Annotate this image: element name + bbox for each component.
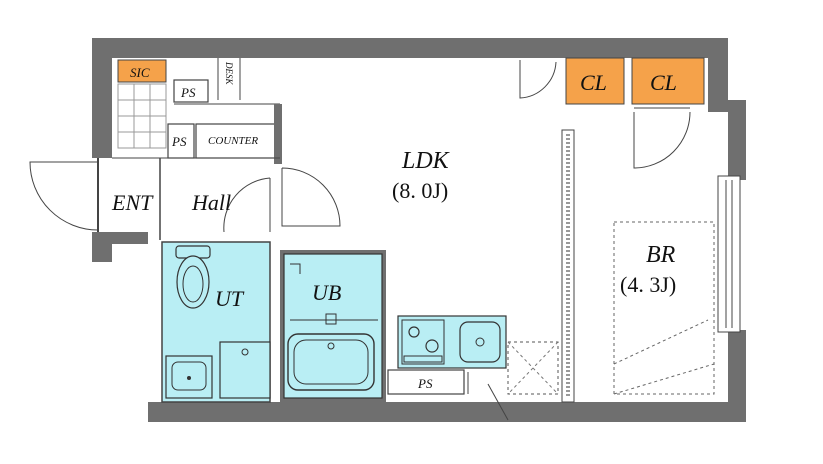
- ldk-size-label: (8. 0J): [392, 178, 448, 203]
- closets: SIC CL CL: [117, 57, 705, 169]
- cl-right-label: CL: [650, 70, 677, 95]
- sink-icon: [459, 321, 501, 363]
- bathtub-icon: [287, 333, 375, 391]
- ut-room: UT: [161, 241, 271, 403]
- sic-label: SIC: [130, 65, 150, 80]
- counter-label: COUNTER: [208, 135, 258, 147]
- partition: [561, 129, 575, 403]
- stove-icon: [401, 319, 445, 365]
- ent-label: ENT: [111, 190, 154, 215]
- br-label: BR: [646, 242, 676, 268]
- bed-outline: [613, 221, 715, 395]
- hall-label: Hall: [191, 190, 231, 215]
- ps-bottom-label: PS: [417, 376, 433, 391]
- ub-label: UB: [312, 280, 341, 305]
- toilet-bowl-icon: [176, 255, 210, 309]
- ub-room: UB: [280, 250, 386, 402]
- washbasin-icon: [165, 355, 213, 399]
- br-fixtures: [613, 175, 741, 395]
- br-size-label: (4. 3J): [620, 272, 676, 297]
- ut-label: UT: [215, 286, 245, 311]
- desk-label: DESK: [224, 61, 234, 85]
- fridge-space: [507, 341, 559, 395]
- doors: [29, 60, 557, 240]
- ps-left-label: PS: [171, 134, 187, 149]
- ps-top-label: PS: [180, 85, 196, 100]
- room-labels: LDK (8. 0J) BR (4. 3J) ENT Hall: [111, 148, 676, 297]
- cl-left-label: CL: [580, 70, 607, 95]
- washer-space: [219, 341, 271, 399]
- kitchen: PS: [387, 315, 559, 421]
- ldk-label: LDK: [401, 148, 451, 174]
